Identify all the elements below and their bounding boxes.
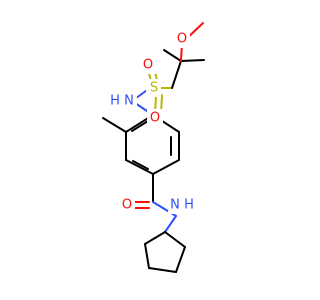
atom-labels: O S O O H N O N H: [107, 30, 198, 214]
cyclopentyl-bond-3: [148, 267, 177, 273]
amide-oxygen-label: O: [122, 198, 132, 213]
ring-bond-4: [125, 159, 154, 175]
n-cyclopentyl-bond: [164, 215, 177, 233]
ring-inner-double-bond-3: [131, 120, 149, 132]
sulfonyl-oxygen-left-label: O: [143, 58, 153, 73]
cyclopentyl-bond-2: [144, 243, 150, 269]
sulfonamide-nitrogen-label: N: [124, 94, 134, 109]
ring-inner-double-bond-2: [132, 160, 149, 170]
amide-o-label-background: [119, 196, 135, 214]
amide-nh-label-background: [168, 196, 198, 214]
ch2-quaternary-bond: [171, 60, 182, 89]
cyclopentyl-bond-4: [175, 246, 186, 273]
methoxy-o-label-background: [174, 30, 190, 48]
ring-methyl-bond: [102, 117, 127, 133]
sulfonyl-s-label-background: [146, 79, 161, 97]
cyclopentyl-bond-1: [144, 231, 166, 245]
amide-nitrogen-label: N: [170, 198, 180, 213]
quaternary-methyl-2: [163, 49, 182, 62]
cyclopentyl-bond-5: [164, 231, 186, 248]
sulfonamide-hydrogen-label: H: [110, 94, 120, 109]
sulfonyl-oxygen-bottom-label: O: [150, 111, 160, 126]
sulfonyl-o-bottom-label-background: [147, 109, 163, 127]
molecule-structure-diagram: O S O O H N O N H: [102, 22, 205, 273]
sulfonyl-o-left-label-background: [140, 56, 156, 74]
sulfonyl-sulfur-label: S: [150, 81, 158, 96]
ring-bond-3: [152, 159, 180, 175]
amide-hydrogen-label: H: [184, 198, 194, 213]
sulfonamide-nh-label-background: [107, 92, 137, 110]
methoxy-oxygen-label: O: [177, 32, 187, 47]
quaternary-methyl-1: [180, 59, 205, 62]
